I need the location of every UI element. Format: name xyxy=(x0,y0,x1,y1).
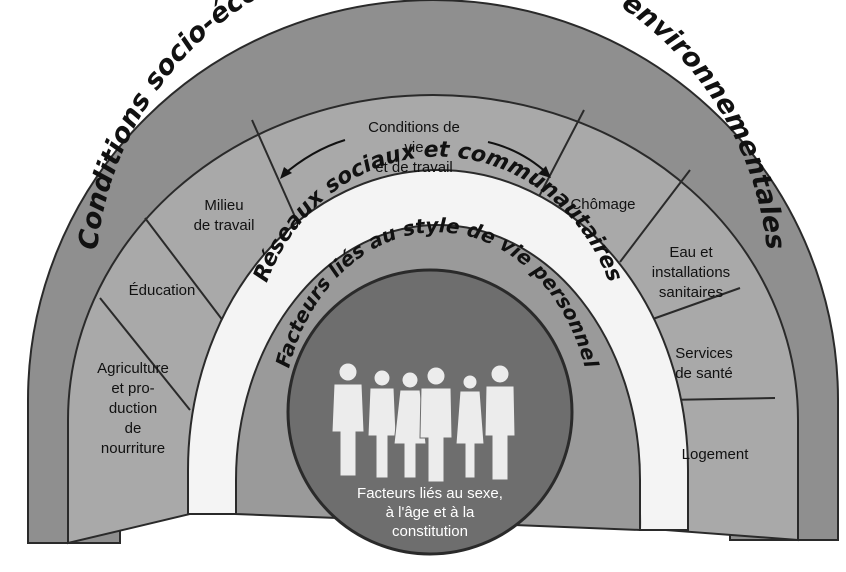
label-line: de santé xyxy=(675,365,733,382)
label-line: Eau et xyxy=(669,244,713,261)
label-line: Agriculture xyxy=(97,360,169,377)
label-line: duction xyxy=(109,400,157,417)
label-line: Logement xyxy=(682,446,750,463)
segment-housing-label: Logement xyxy=(682,446,750,463)
curved-arrow-right-icon xyxy=(487,141,551,178)
segment-living-conditions-label: Conditions de vie et de travail xyxy=(368,119,460,176)
label-line: Services xyxy=(675,345,733,362)
label-line: à l'âge et à la xyxy=(386,504,475,521)
segment-health-services-label: Services de santé xyxy=(675,345,733,382)
label-line: de xyxy=(125,420,142,437)
segment-agriculture-label: Agriculture et pro-duction de nourriture xyxy=(97,360,169,457)
label-line: installations xyxy=(652,264,730,281)
people-silhouettes-icon xyxy=(331,362,516,483)
label-line: de travail xyxy=(194,217,255,234)
segment-dividers xyxy=(99,109,776,411)
label-line: et de travail xyxy=(375,159,453,176)
label-line: Chômage xyxy=(570,196,635,213)
segment-education-label: Éducation xyxy=(129,282,196,299)
label-line: nourriture xyxy=(101,440,165,457)
center-label: Facteurs liés au sexe, à l'âge et à la con… xyxy=(357,485,503,540)
label-line: constitution xyxy=(392,523,468,540)
label-line: Conditions de xyxy=(368,119,460,136)
segment-work-environment-label: Milieu de travail xyxy=(194,197,255,234)
label-line: Facteurs liés au sexe, xyxy=(357,485,503,502)
segment-unemployment-label: Chômage xyxy=(570,196,635,213)
segment-water-sanitation-label: Eau et installations sanitaires xyxy=(652,244,730,301)
label-line: vie xyxy=(404,139,423,156)
label-line: et pro- xyxy=(111,380,154,397)
label-line: Éducation xyxy=(129,282,196,299)
curved-arrow-left-icon xyxy=(280,139,346,179)
label-line: Milieu xyxy=(204,197,243,214)
label-line: sanitaires xyxy=(659,284,723,301)
